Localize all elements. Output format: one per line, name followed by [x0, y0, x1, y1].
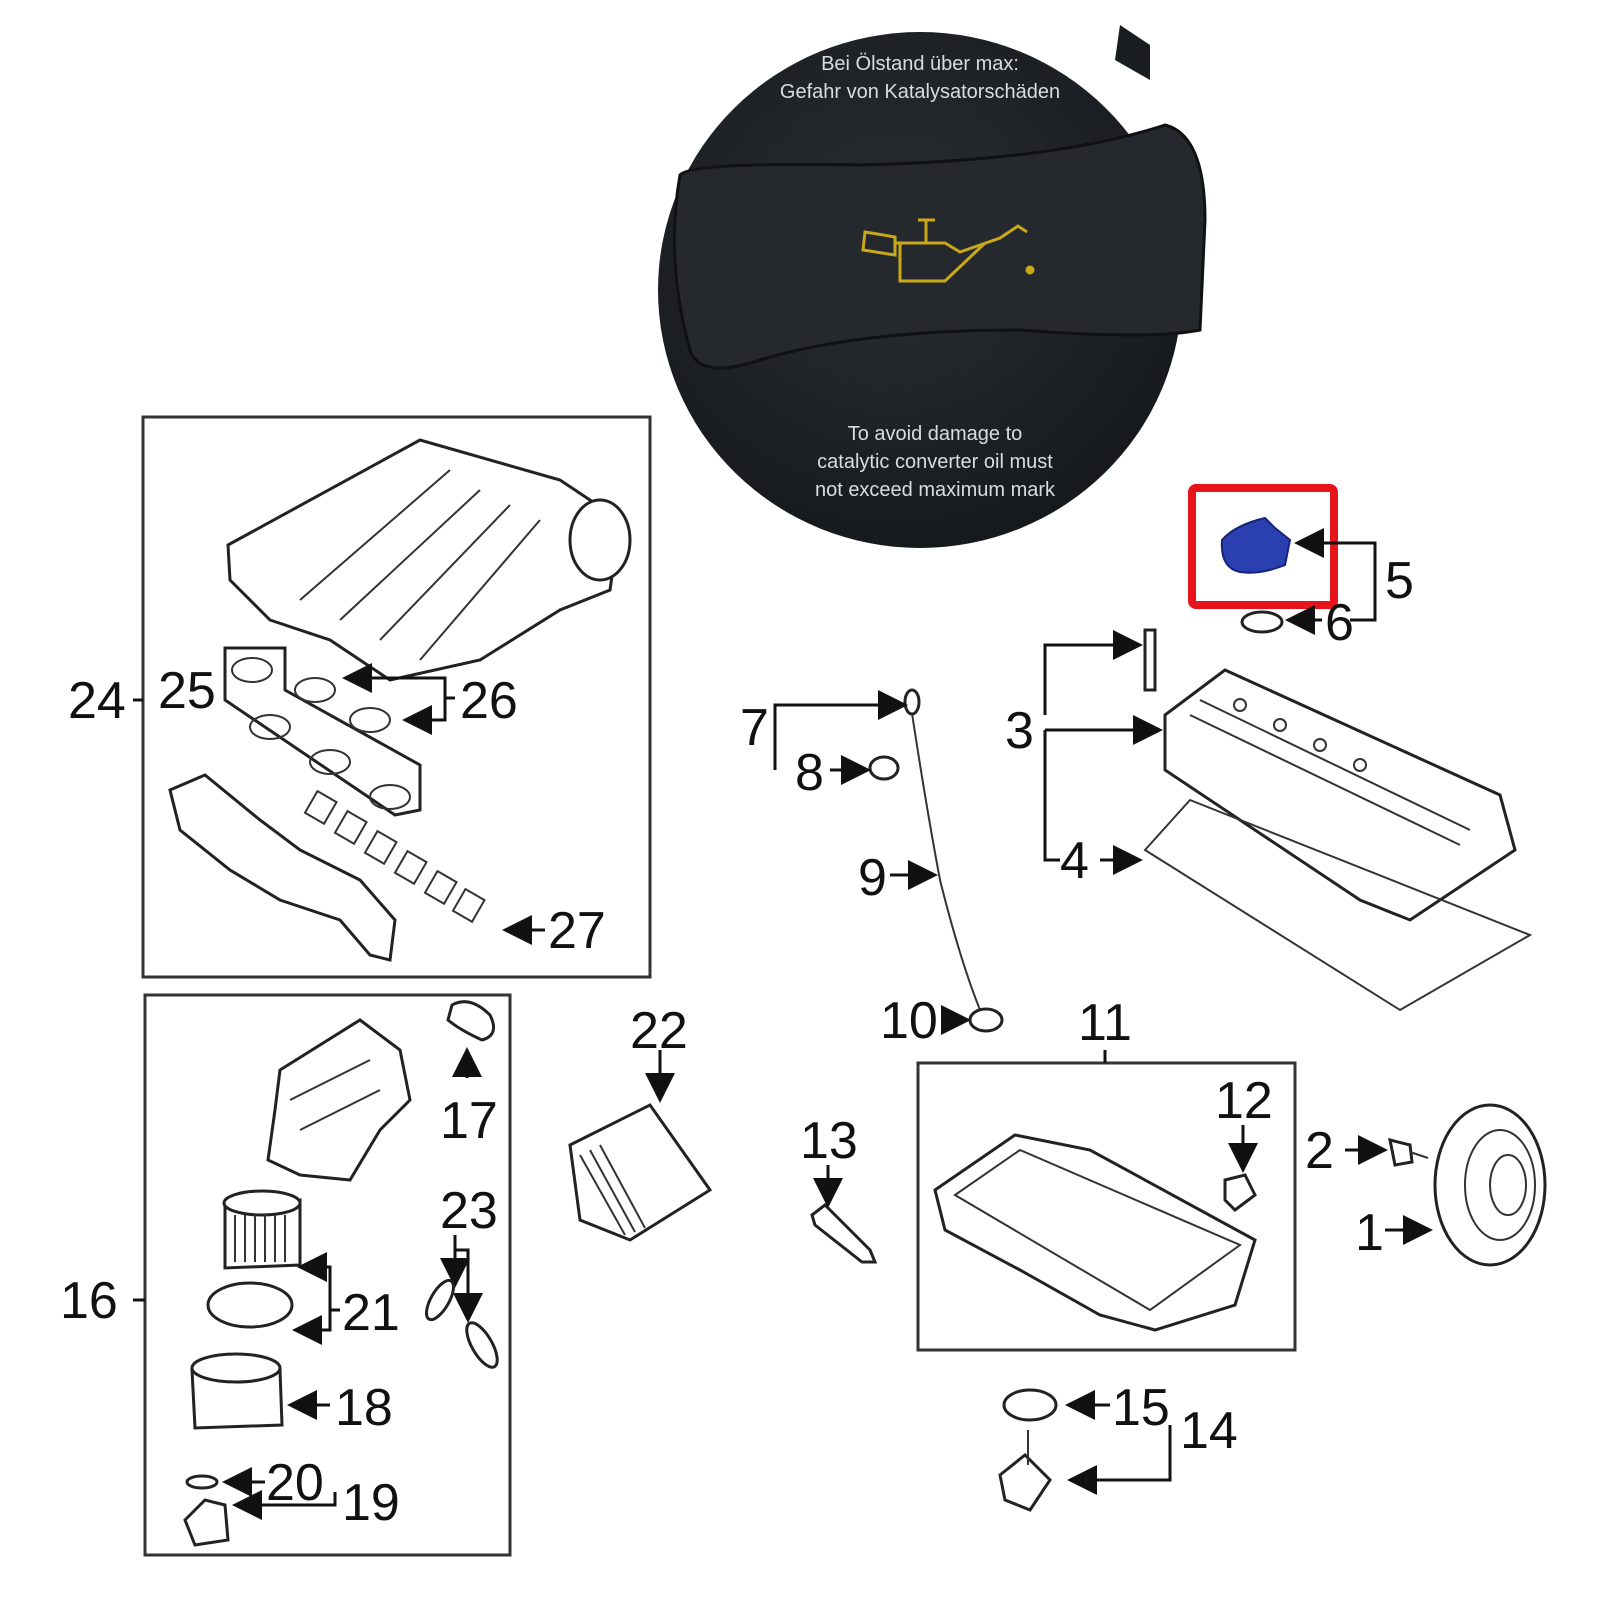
part-13: 13 [800, 1112, 878, 1264]
callout-4: 4 [1060, 832, 1089, 890]
seal-17 [446, 1000, 496, 1042]
sensor-14 [998, 1452, 1052, 1512]
callout-2: 2 [1305, 1122, 1334, 1180]
filter-housing [266, 1018, 412, 1182]
callout-10: 10 [880, 992, 938, 1050]
cap-text-bottom: To avoid damage to catalytic converter o… [815, 423, 1056, 501]
intake-manifold [226, 438, 632, 682]
callout-25: 25 [158, 662, 216, 720]
bolt-3 [1143, 628, 1157, 692]
manifold-gasket [223, 646, 422, 817]
callout-20: 20 [266, 1454, 324, 1512]
crank-pulley: 1 2 [1305, 1103, 1547, 1267]
oil-can-icon [861, 218, 1035, 283]
callout-12: 12 [1215, 1072, 1273, 1130]
oil-cooler: 22 [568, 1002, 713, 1242]
dipstick-assembly: 7 8 9 10 [740, 688, 1004, 1050]
filter-cap [190, 1352, 284, 1430]
group-frame [143, 993, 512, 1557]
o-ring-10 [968, 1007, 1004, 1033]
drain-bolt-12 [1223, 1173, 1257, 1212]
cap-text-line: Gefahr von Katalysatorschäden [780, 81, 1060, 103]
callout-22: 22 [630, 1002, 688, 1060]
callout-18: 18 [335, 1379, 393, 1437]
intake-manifold-group: 24 25 26 27 [68, 415, 652, 979]
callout-15: 15 [1112, 1379, 1170, 1437]
filter-o-ring [206, 1281, 294, 1329]
oil-filter-housing-group: 17 21 18 20 19 23 16 [60, 993, 512, 1557]
callout-26: 26 [460, 672, 518, 730]
dipstick-handle [903, 688, 921, 716]
oil-filler-cap-part [1220, 516, 1292, 574]
callout-27: 27 [548, 902, 606, 960]
o-ring-15 [1002, 1388, 1058, 1422]
cap-seal-6 [1240, 610, 1284, 634]
bolt-2 [1388, 1137, 1414, 1167]
seal-23a [425, 1278, 455, 1322]
lower-manifold [168, 773, 397, 962]
callout-6: 6 [1325, 594, 1354, 652]
callout-11: 11 [1078, 994, 1132, 1052]
o-ring-8 [868, 755, 900, 781]
callout-8: 8 [795, 744, 824, 802]
valve-cover-assembly: 3 4 [1005, 628, 1533, 1012]
group-frame [141, 415, 652, 979]
highlight-box [1188, 484, 1338, 609]
oil-level-sensor: 15 14 [998, 1379, 1238, 1512]
cap-text-line: catalytic converter oil must [817, 451, 1053, 473]
cap-text-top: Bei Ölstand über max: Gefahr von Katalys… [780, 53, 1060, 103]
cap-text-line: To avoid damage to [848, 423, 1023, 445]
callout-3: 3 [1005, 702, 1034, 760]
callout-7: 7 [740, 699, 769, 757]
callout-16: 16 [60, 1272, 118, 1330]
cap-text-line: not exceed maximum mark [815, 479, 1056, 501]
seal-23b [465, 1321, 499, 1369]
oil-filler-cap: Bei Ölstand über max: Gefahr von Katalys… [658, 25, 1207, 548]
callout-17: 17 [440, 1092, 498, 1150]
drain-plug-19 [183, 1498, 230, 1547]
runner-gaskets [303, 789, 486, 924]
cap-grip-ridge [672, 123, 1207, 370]
callout-5: 5 [1385, 552, 1414, 610]
callout-9: 9 [858, 849, 887, 907]
highlighted-part-5: 5 6 [1188, 484, 1414, 652]
oil-filter-element [222, 1189, 302, 1270]
callout-14: 14 [1180, 1402, 1238, 1460]
callout-19: 19 [342, 1474, 400, 1532]
cap-text-line: Bei Ölstand über max: [821, 53, 1019, 75]
o-ring-20 [185, 1474, 219, 1490]
oil-pan [933, 1133, 1257, 1332]
callout-21: 21 [342, 1284, 400, 1342]
callout-23: 23 [440, 1182, 498, 1240]
callout-24: 24 [68, 672, 126, 730]
callout-13: 13 [800, 1112, 858, 1170]
oil-pan-group: 11 12 [916, 994, 1297, 1352]
callout-1: 1 [1355, 1204, 1384, 1262]
